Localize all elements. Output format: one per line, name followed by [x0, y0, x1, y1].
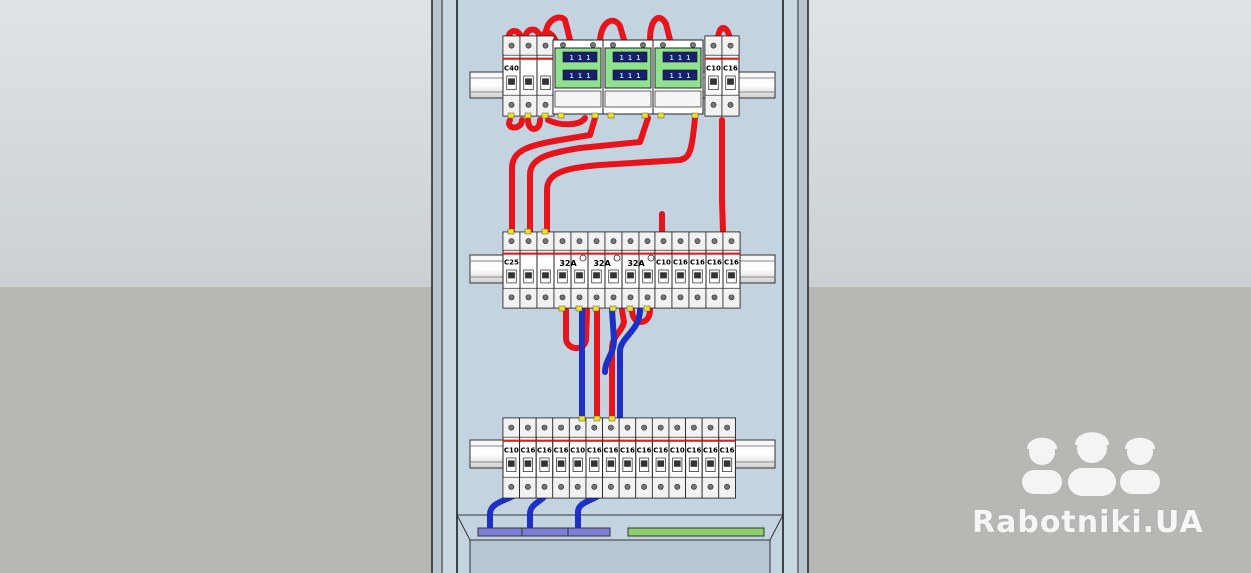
breaker-row3-14: C16: [718, 417, 736, 499]
breaker-row3-9: C16: [635, 417, 653, 499]
breaker-rating-label: C16: [520, 446, 535, 454]
watermark-text: Rabotniki.UA: [972, 505, 1204, 540]
breaker-rating-label: C16: [723, 64, 738, 72]
breaker-rating-label: C16: [537, 446, 552, 454]
energy-meter-1: 1 1 1 1 1 1: [552, 39, 604, 119]
meter-display-digits: 1 1 1: [569, 72, 590, 80]
rcd-3: 32A: [621, 231, 657, 312]
breaker-row2-2: C16: [671, 231, 690, 309]
breaker-row3-10: C16: [651, 417, 670, 499]
main-breaker-c25: C25: [502, 231, 555, 309]
breaker-rating-label: C10: [670, 446, 685, 454]
breaker-row1-2: C16: [721, 35, 740, 117]
neutral-bus-bars: [477, 527, 611, 537]
row2-input-terminals: [507, 228, 549, 235]
breaker-rating-label: C16: [637, 446, 652, 454]
breaker-rating-label: C16: [620, 446, 635, 454]
breaker-row2-5: C16: [722, 231, 741, 309]
breaker-row3-3: C16: [535, 417, 554, 499]
meter-display-digits: 1 1 1: [619, 54, 640, 62]
breaker-row3-6: C16: [585, 417, 604, 499]
rcd-1: 32A: [553, 231, 589, 312]
breaker-rating-label: C10: [656, 259, 671, 267]
breaker-rating-label: C16: [686, 446, 701, 454]
rcd-2: 32A: [587, 231, 623, 312]
meter-display-digits: 1 1 1: [619, 72, 640, 80]
breaker-rating-label: C10: [706, 64, 721, 72]
rcd-rating-label: 32A: [559, 259, 577, 268]
breaker-row1-1: C10: [704, 35, 723, 117]
energy-meter-2: 1 1 1 1 1 1: [602, 39, 654, 119]
rcd-rating-label: 32A: [593, 259, 611, 268]
meter-display-digits: 1 1 1: [569, 54, 590, 62]
pe-bus-bar: [627, 527, 765, 537]
breaker-row3-1: C10: [502, 417, 521, 499]
row3-input-terminals: [578, 415, 616, 422]
breaker-row3-5: C10: [568, 417, 587, 499]
breaker-rating-label: C16: [603, 446, 618, 454]
breaker-rating-label: C16: [707, 259, 722, 267]
breaker-rating-label: C10: [570, 446, 585, 454]
breaker-row3-8: C16: [618, 417, 637, 499]
breaker-rating-label: C16: [673, 259, 688, 267]
breaker-rating-label: C16: [724, 259, 739, 267]
breaker-row3-11: C10: [668, 417, 687, 499]
main-breaker-c40: C40: [502, 35, 555, 119]
breaker-rating-label: C16: [690, 259, 705, 267]
breaker-rating-label: C10: [504, 446, 519, 454]
breaker-row3-4: C16: [552, 417, 570, 499]
breaker-row2-4: C16: [705, 231, 724, 309]
breaker-row2-3: C16: [688, 231, 707, 309]
breaker-rating-label: C16: [653, 446, 668, 454]
breaker-row3-13: C16: [701, 417, 720, 499]
meter-display-digits: 1 1 1: [669, 54, 690, 62]
breaker-row3-7: C16: [602, 417, 620, 499]
breaker-rating-label: C25: [504, 259, 519, 267]
breaker-rating-label: C16: [703, 446, 718, 454]
energy-meter-3: 1 1 1 1 1 1: [652, 39, 704, 119]
breaker-rating-label: C16: [587, 446, 602, 454]
watermark-logo: [1022, 432, 1160, 496]
rcd-rating-label: 32A: [627, 259, 645, 268]
breaker-rating-label: C16: [554, 446, 569, 454]
meter-display-digits: 1 1 1: [669, 72, 690, 80]
breaker-row2-1: C10: [654, 231, 673, 309]
breaker-rating-label: C40: [504, 64, 519, 72]
breaker-row3-2: C16: [519, 417, 537, 499]
breaker-rating-label: C16: [720, 446, 735, 454]
breaker-row3-12: C16: [685, 417, 703, 499]
